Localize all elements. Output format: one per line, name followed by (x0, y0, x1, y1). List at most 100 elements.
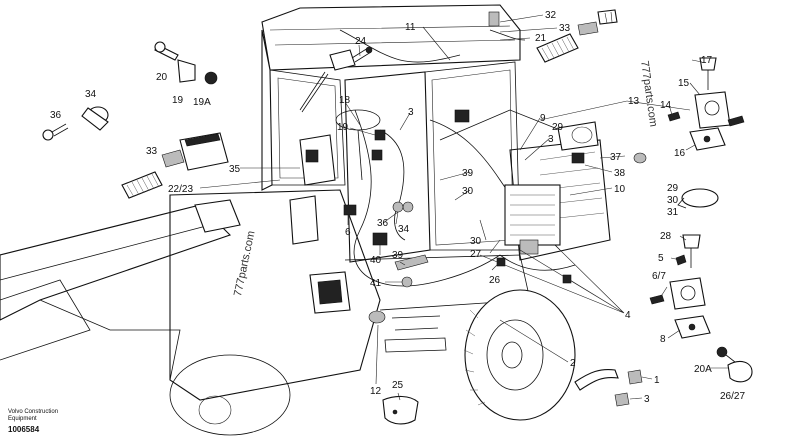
callout-41: 41 (370, 278, 382, 289)
callout-16: 16 (674, 148, 686, 159)
part-20A-bolt (716, 346, 728, 358)
leader-28 (679, 235, 687, 241)
leader-16 (685, 144, 696, 151)
part-36-ring (42, 129, 54, 141)
footer-maker: Volvo Construction (8, 409, 59, 415)
callout-24: 24 (355, 36, 367, 47)
part-67-switch (669, 277, 706, 310)
leader-13b (626, 100, 691, 111)
leader-38 (584, 164, 613, 173)
leader-25 (397, 392, 401, 401)
callout-30-clamp: 30 (667, 195, 679, 206)
leader-32 (499, 14, 544, 23)
part-33-plug (577, 21, 599, 36)
callout-13: 13 (628, 96, 640, 107)
rear-rim (486, 319, 544, 391)
callout-9: 9 (540, 113, 546, 124)
leader-14 (669, 107, 673, 116)
leader-11 (422, 26, 451, 61)
leader-5 (670, 257, 681, 261)
cab-door-frame (344, 71, 431, 263)
leader-19 (349, 127, 376, 136)
part-15-socket (704, 100, 720, 116)
bucket-linkage (39, 299, 181, 381)
loader-outline (0, 4, 611, 436)
wiring-harness (305, 11, 599, 324)
harness-branch-d (499, 254, 576, 271)
leader-18 (344, 101, 361, 126)
callout-3-bottom: 3 (644, 394, 650, 405)
relay-37 (571, 152, 585, 164)
front-hub (198, 395, 232, 425)
connector-6 (343, 204, 357, 216)
callout-37: 37 (610, 152, 622, 163)
part-36-barrel (51, 123, 69, 137)
callout-6: 6 (345, 227, 351, 238)
part-29-clamp (681, 188, 719, 208)
callout-3-cab: 3 (408, 107, 414, 118)
wiper-arm (299, 71, 329, 113)
part-21-ribs (541, 36, 575, 61)
part-19A-nut (204, 71, 218, 85)
leader-39-upper (439, 171, 471, 181)
leader-24 (358, 44, 361, 57)
leader-39 (399, 261, 406, 266)
part-37-grommet (633, 152, 647, 164)
callout-3-right: 3 (548, 134, 554, 145)
part-20-head (154, 41, 166, 53)
callout-36-left: 36 (50, 110, 62, 121)
leader-37 (599, 155, 626, 159)
part-32-ribs (604, 11, 613, 24)
part-16-hole (703, 135, 711, 143)
part-5-pin (675, 254, 687, 266)
part-2-hose (574, 368, 619, 391)
callout-34-cab: 34 (398, 224, 410, 235)
leader-34 (395, 211, 399, 225)
callout-14: 14 (660, 100, 672, 111)
ring-41 (401, 276, 413, 288)
leader-1 (641, 376, 653, 380)
work-lamp-lens (571, 126, 593, 144)
callout-21: 21 (535, 33, 547, 44)
part-67-pin (649, 294, 665, 305)
callout-67: 6/7 (652, 271, 666, 282)
part-19-bracket (177, 59, 196, 83)
callout-28: 28 (660, 231, 672, 242)
callout-30: 30 (470, 236, 482, 247)
callout-10: 10 (614, 184, 626, 195)
callout-2: 2 (570, 358, 576, 369)
part-17-knob (699, 57, 717, 71)
part-33-left (161, 149, 185, 168)
tilt-cylinder (194, 199, 241, 233)
leader-67 (659, 286, 668, 299)
engine-grille (539, 151, 605, 221)
leader-lines (199, 14, 728, 401)
leader-9 (519, 117, 541, 151)
rear-tire-tread (463, 309, 486, 406)
harness-branch-c (439, 109, 561, 141)
callout-27: 27 (470, 249, 482, 260)
grommet-12 (368, 310, 386, 324)
leader-13 (539, 100, 628, 121)
cab-front-window (269, 69, 346, 186)
part-35-top (184, 133, 221, 147)
part-2627-clamp (727, 360, 753, 383)
callout-2627: 26/27 (720, 391, 745, 402)
part-14-pin (667, 111, 681, 122)
rear-wheel (464, 289, 576, 421)
cab-roof (261, 4, 521, 71)
harness-main (353, 109, 501, 287)
callout-12: 12 (370, 386, 382, 397)
boom-edge (0, 224, 211, 281)
switch-35 (305, 149, 319, 163)
callout-19-cab: 19 (337, 122, 349, 133)
leader-30 (479, 219, 487, 241)
hose-39 (394, 254, 429, 271)
part-28-knob (682, 234, 701, 249)
leader-27 (489, 239, 501, 254)
center-frame (344, 254, 531, 311)
callout-20: 20 (156, 72, 168, 83)
leader-30-upper (454, 189, 471, 201)
fuse-rows (510, 194, 555, 236)
work-lamp (557, 121, 599, 151)
